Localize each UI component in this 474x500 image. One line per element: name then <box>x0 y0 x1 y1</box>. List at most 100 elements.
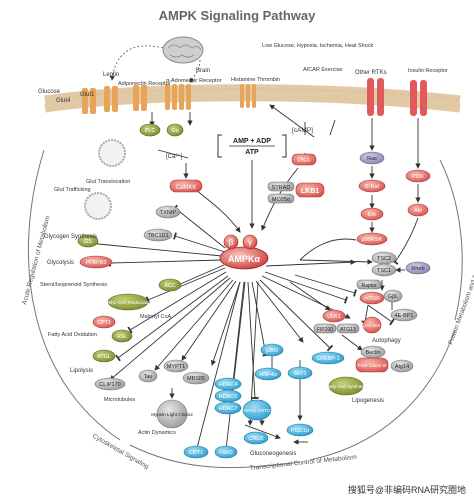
svg-text:HMG-CoA Reductase: HMG-CoA Reductase <box>105 300 151 306</box>
svg-text:Rheb: Rheb <box>411 266 424 272</box>
node-cpt1: CPT1 <box>92 315 116 329</box>
label-lipolysis: Lipolysis <box>70 368 93 374</box>
camp-label: [cAMP] <box>292 127 313 134</box>
glut-trafficking-label: Glut Trafficking <box>54 187 91 193</box>
label-autophagy: Autophagy <box>372 338 401 344</box>
svg-text:Beclin: Beclin <box>366 350 381 356</box>
node-erk: Erk <box>360 207 384 221</box>
node-hsl: HSL <box>111 329 133 343</box>
node-rheb: Rheb <box>405 261 431 275</box>
node-akt: Akt <box>407 203 429 217</box>
node-tsc2: TSC2 <box>371 251 397 265</box>
svg-text:TSC1: TSC1 <box>377 268 391 274</box>
node-srebp1: SREBP-1 <box>311 351 345 365</box>
glut4-label: Glut4 <box>56 98 71 104</box>
label-lipogenesis: Lipogenesis <box>352 398 384 404</box>
svg-text:Fatty Acid Synthase: Fatty Acid Synthase <box>326 384 366 389</box>
svg-text:PGC1α: PGC1α <box>291 428 310 434</box>
svg-text:B-Raf: B-Raf <box>365 184 380 190</box>
node-gs: GS <box>77 234 99 248</box>
svg-text:TXNIP: TXNIP <box>160 210 177 216</box>
svg-text:MYPT1: MYPT1 <box>167 364 185 370</box>
svg-text:HSL: HSL <box>117 334 128 340</box>
svg-text:CPT1: CPT1 <box>97 320 111 326</box>
histamine-receptor <box>240 84 256 108</box>
histamine-label: Histamine Thrombin <box>231 77 280 83</box>
node-hdac4: HDAC4 <box>214 377 242 391</box>
svg-text:mTOR: mTOR <box>364 296 380 302</box>
brain-arrows <box>110 45 201 83</box>
amp-adp-label: AMP + ADP <box>233 138 271 145</box>
svg-text:TORC2 CRTC2: TORC2 CRTC2 <box>241 408 273 413</box>
svg-text:ACC: ACC <box>164 283 176 289</box>
svg-text:HDAC5: HDAC5 <box>219 394 238 400</box>
svg-text:FIP200: FIP200 <box>317 327 333 333</box>
node-p300: p300 <box>260 343 284 357</box>
svg-text:Raptor: Raptor <box>361 283 376 289</box>
svg-text:Myosin Light Chain2: Myosin Light Chain2 <box>151 412 193 417</box>
other-rtks-receptor <box>367 78 384 116</box>
label-actin-dynamics: Actin Dynamics <box>138 430 176 436</box>
node-pgc1a: PGC1α <box>286 423 314 437</box>
svg-text:CREB: CREB <box>248 436 264 442</box>
svg-text:PFKFB3: PFKFB3 <box>86 260 107 266</box>
node-torc2: TORC2 CRTC2 <box>241 399 273 421</box>
section-arcs <box>27 149 463 469</box>
label-gluconeogenesis: Gluconeogenesis <box>250 451 296 457</box>
node-ampk-complex: β γ AMPKα <box>219 234 269 270</box>
node-mo25: MO25α <box>267 193 295 204</box>
ampk-beta: β <box>229 238 234 247</box>
glut1-label: Glut1 <box>80 92 95 98</box>
svg-text:STRAD: STRAD <box>272 185 291 191</box>
pathway-arrows <box>149 104 421 351</box>
node-gq: Gq <box>166 123 184 137</box>
svg-text:FoxO: FoxO <box>219 450 233 456</box>
ampk-alpha: AMPKα <box>228 254 260 264</box>
node-pfkfb3: PFKFB3 <box>79 255 113 269</box>
label-microtubules: Microtubules <box>104 397 135 403</box>
svg-text:CLIP170: CLIP170 <box>99 382 120 388</box>
adiponectin-label: Adiponectin Receptor <box>118 81 171 87</box>
svg-text:Gq: Gq <box>171 128 178 134</box>
adiponectin-receptor <box>133 85 147 111</box>
node-pi3k: PI3K <box>405 169 431 183</box>
svg-text:HDAC4: HDAC4 <box>219 382 238 388</box>
node-cry1: CRY1 <box>183 445 209 459</box>
node-txnip: TXNIP <box>155 205 181 219</box>
svg-text:SREBP-1: SREBP-1 <box>316 356 340 362</box>
aicar-label: AICAR Exercise <box>303 67 342 73</box>
svg-text:GβL: GβL <box>388 294 399 300</box>
page-title: AMPK Signaling Pathway <box>159 8 317 23</box>
svg-text:Erk: Erk <box>368 212 377 218</box>
svg-text:TSC2: TSC2 <box>377 256 391 262</box>
svg-text:TBC1D1: TBC1D1 <box>147 233 168 239</box>
brain-icon <box>162 36 204 64</box>
node-creb: CREB <box>243 431 269 445</box>
watermark: 搜狐号@非编码RNA研究圈地 <box>348 484 466 495</box>
svg-text:Ras: Ras <box>367 156 377 162</box>
node-strad: STRAD <box>267 181 295 192</box>
node-ras: Ras <box>359 151 385 165</box>
svg-text:PLC: PLC <box>145 128 156 134</box>
ampk-gamma: γ <box>248 238 252 247</box>
svg-text:HNF4α: HNF4α <box>259 372 277 378</box>
label-glycogen-synthesis: Glycogen Synthesis <box>44 234 97 240</box>
node-camkk: CaMKK <box>169 179 203 193</box>
node-hdac5: HDAC5 <box>214 389 242 403</box>
svg-text:CaMKK: CaMKK <box>176 185 197 191</box>
node-fip200: FIP200 <box>313 323 337 334</box>
svg-text:Tau: Tau <box>144 374 153 380</box>
section-protein: Protein Metabolism and Autophagy <box>447 248 474 346</box>
node-mypt1: MYPT1 <box>163 359 189 373</box>
svg-text:CRY1: CRY1 <box>189 450 204 456</box>
node-hdac7: HDAC7 <box>214 401 242 415</box>
node-tbc1d1: TBC1D1 <box>143 228 173 242</box>
node-beclin: Beclin <box>360 345 386 359</box>
svg-text:p70 S6K: p70 S6K <box>363 323 380 328</box>
ca-label: [Ca²⁺] <box>166 153 183 160</box>
glucose-label: Glucose <box>38 89 61 95</box>
label-fatty-acid-oxidation: Fatty Acid Oxidation <box>48 332 97 338</box>
node-p90rsk: p90RSK <box>356 232 388 246</box>
